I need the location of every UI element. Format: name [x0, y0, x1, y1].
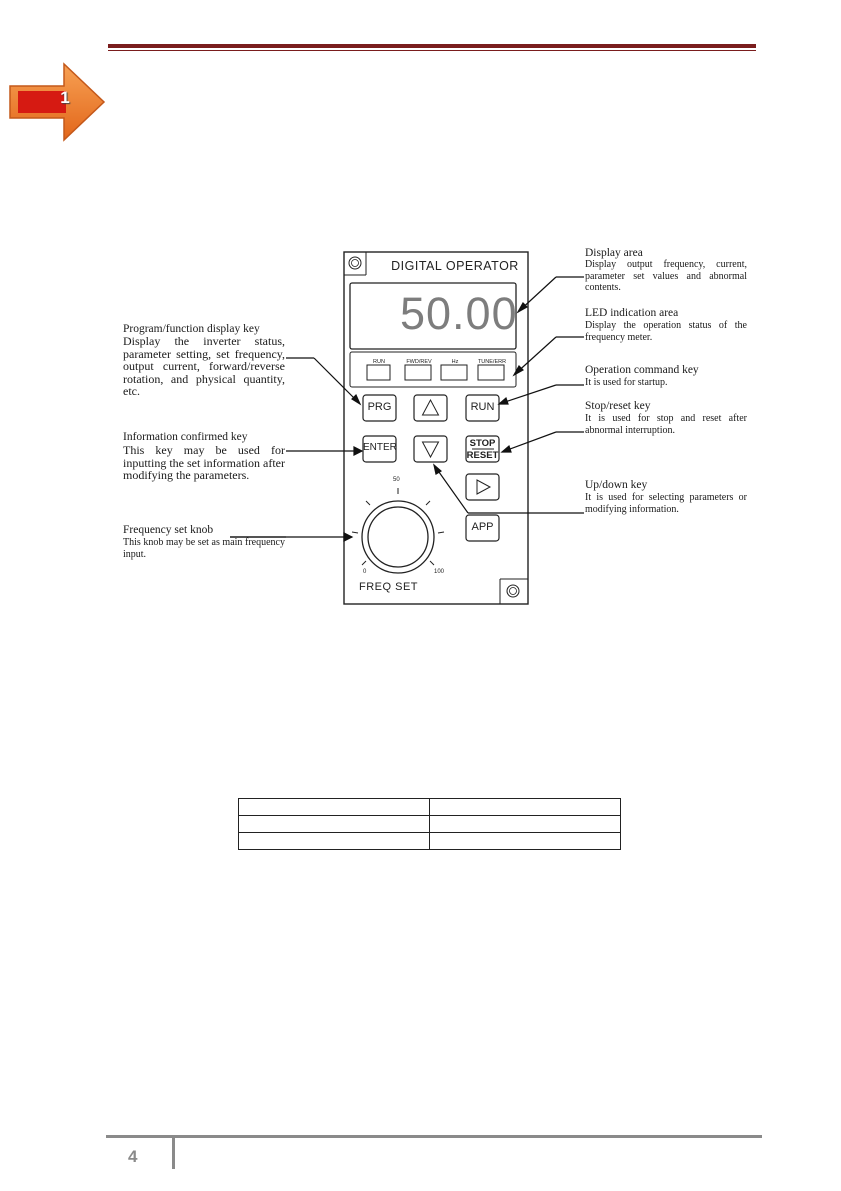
chapter-number: 1: [60, 88, 70, 107]
display-area-title: Display area: [585, 247, 643, 259]
callout-leader-lines: [230, 276, 584, 542]
operation-key-body: It is used for startup.: [585, 377, 668, 388]
reset-key-label[interactable]: RESET: [466, 450, 499, 461]
table-cell: [429, 815, 621, 833]
led-label-hz: Hz: [451, 359, 459, 365]
info-key-title: Information confirmed key: [123, 431, 248, 443]
table-cell: [429, 832, 621, 850]
footer-separator: [172, 1137, 175, 1169]
info-key-body: This key may be used for inputting the s…: [123, 443, 285, 482]
operation-key-title: Operation command key: [585, 364, 699, 376]
updown-key-body: It is used for selecting parameters or m…: [585, 492, 747, 515]
knob-label-max: 100: [434, 569, 445, 575]
knob-body: This knob may be set as main frequency i…: [123, 537, 285, 560]
knob-title: Frequency set knob: [123, 524, 214, 536]
stop-reset-key-body: It is used for stop and reset after abno…: [585, 413, 747, 436]
table-cell: [238, 798, 430, 816]
frequency-display: 50.00: [400, 288, 518, 339]
enter-key[interactable]: ENTER: [363, 442, 397, 453]
header-rule-thin: [108, 50, 756, 51]
panel-title: DIGITAL OPERATOR: [391, 259, 519, 273]
table-cell: [238, 815, 430, 833]
stop-key-label[interactable]: STOP: [469, 438, 496, 449]
led-area-title: LED indication area: [585, 307, 679, 319]
empty-table: [238, 798, 621, 850]
digital-operator-panel: [343, 251, 529, 605]
freq-set-label[interactable]: FREQ SET: [359, 581, 419, 593]
knob-label-mid: 50: [393, 477, 400, 483]
led-label-fwd-rev: FWD/REV: [406, 359, 432, 365]
table-cell: [429, 798, 621, 816]
table-row: [238, 798, 621, 816]
run-key[interactable]: RUN: [470, 401, 495, 413]
updown-key-title: Up/down key: [585, 479, 648, 491]
led-area-body: Display the operation status of the freq…: [585, 320, 747, 343]
chapter-arrow-icon: [9, 62, 106, 142]
prg-key[interactable]: PRG: [367, 401, 392, 413]
led-label-tune-err: TUNE/ERR: [477, 359, 507, 365]
led-label-run: RUN: [373, 359, 385, 365]
page-number: 4: [128, 1147, 138, 1166]
table-row: [238, 815, 621, 833]
app-key[interactable]: APP: [471, 521, 494, 533]
table-row: [238, 832, 621, 850]
program-key-body: Display the inverter status, parameter s…: [123, 334, 285, 398]
knob-label-min: 0: [363, 569, 367, 575]
header-rule: [108, 44, 756, 48]
stop-reset-key-title: Stop/reset key: [585, 400, 651, 412]
display-area-body: Display output frequency, current, param…: [585, 259, 747, 293]
program-key-title: Program/function display key: [123, 323, 260, 335]
table-cell: [238, 832, 430, 850]
footer-rule: [106, 1135, 762, 1138]
